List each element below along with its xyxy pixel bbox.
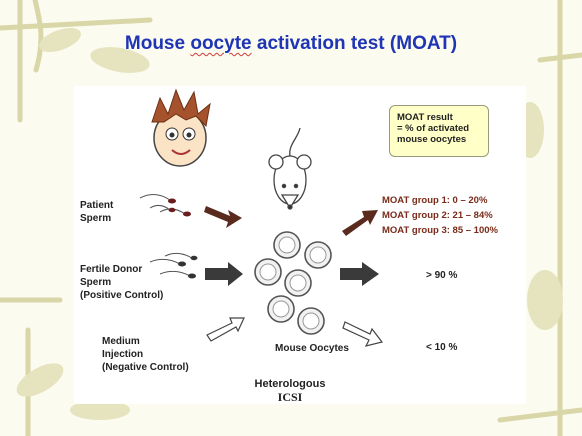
mouse-icon bbox=[268, 127, 312, 210]
result-arrow-down-icon bbox=[342, 321, 384, 347]
method-line-2: ICSI bbox=[277, 390, 303, 404]
result-line-2: = % of activated bbox=[397, 123, 470, 134]
moat-group-2: MOAT group 2: 21 – 84% bbox=[382, 210, 493, 221]
result-line-3: mouse oocytes bbox=[397, 134, 467, 145]
donor-sperm-label: Fertile Donor Sperm (Positive Control) bbox=[80, 264, 164, 301]
result-arrow-up-icon bbox=[342, 210, 378, 236]
patient-sperm-icon bbox=[139, 194, 191, 217]
patient-sperm-label: Patient Sperm bbox=[80, 200, 114, 224]
method-label: Heterologous ICSI bbox=[230, 378, 350, 405]
patient-arrow-icon bbox=[204, 206, 242, 228]
medium-arrow-icon bbox=[206, 317, 245, 342]
mouse-oocytes-icon bbox=[254, 231, 332, 335]
moat-result-box: MOAT result = % of activated mouse oocyt… bbox=[389, 105, 489, 157]
patient-face-icon bbox=[151, 88, 211, 167]
method-line-1: Heterologous bbox=[254, 378, 326, 390]
spellcheck-word: oocyte bbox=[190, 33, 252, 54]
mouse-oocytes-label: Mouse Oocytes bbox=[275, 343, 349, 354]
positive-control-result: > 90 % bbox=[426, 270, 458, 281]
donor-sperm-icon bbox=[149, 252, 198, 279]
negative-control-result: < 10 % bbox=[426, 342, 458, 353]
result-line-1: MOAT result bbox=[397, 112, 453, 123]
slide-title: Mouse oocyte activation test (MOAT) bbox=[124, 33, 458, 54]
result-arrow-right-icon bbox=[340, 262, 379, 286]
medium-injection-label: Medium Injection (Negative Control) bbox=[102, 336, 189, 373]
donor-arrow-icon bbox=[205, 262, 243, 286]
moat-group-3: MOAT group 3: 85 – 100% bbox=[382, 225, 498, 236]
moat-group-1: MOAT group 1: 0 – 20% bbox=[382, 195, 488, 206]
